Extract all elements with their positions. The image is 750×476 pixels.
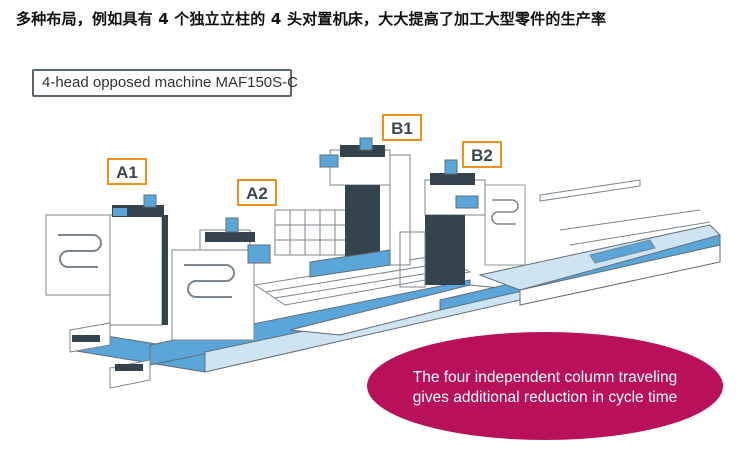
label-a2-text: A2 (246, 184, 268, 203)
label-b2: B2 (462, 141, 502, 168)
page-heading: 多种布局，例如具有 4 个独立立柱的 4 头对置机床，大大提高了加工大型零件的生… (16, 10, 607, 28)
label-a1: A1 (107, 158, 147, 185)
callout-line-1: The four independent column traveling (413, 369, 678, 386)
label-b1-text: B1 (391, 119, 413, 138)
label-a2: A2 (237, 179, 277, 206)
callout-bubble: The four independent column traveling gi… (367, 332, 723, 440)
head-unit-a1 (45, 194, 168, 353)
callout-line-2: gives additional reduction in cycle time (413, 389, 678, 406)
label-a1-text: A1 (116, 163, 138, 182)
label-b2-text: B2 (471, 146, 493, 165)
head-unit-b2 (399, 159, 526, 288)
model-name-label: 4-head opposed machine MAF150S-C (32, 69, 298, 97)
head-unit-b1 (309, 137, 411, 278)
label-b1: B1 (382, 114, 422, 141)
right-worktable (539, 179, 711, 264)
head-unit-a2 (109, 217, 271, 389)
